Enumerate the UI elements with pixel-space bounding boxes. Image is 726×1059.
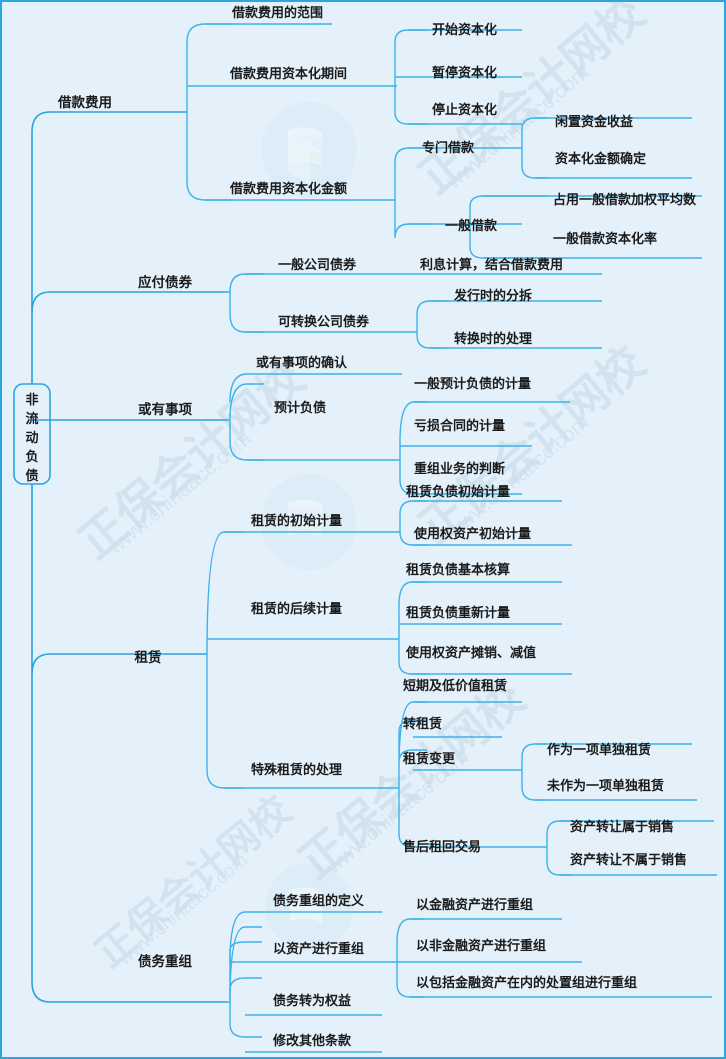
link-root-leases bbox=[31, 653, 207, 675]
node-restructure-with-assets[interactable]: 以资产进行重组 bbox=[273, 941, 364, 956]
node-contingency-recognition[interactable]: 或有事项的确认 bbox=[256, 355, 348, 370]
node-interest-calc[interactable]: 利息计算，结合借款费用 bbox=[420, 257, 563, 272]
node-issue-split[interactable]: 发行时的分拆 bbox=[453, 288, 532, 303]
node-special-loan[interactable]: 专门借款 bbox=[422, 140, 475, 155]
node-pause-cap[interactable]: 暂停资本化 bbox=[432, 65, 497, 80]
watermark-layer: 正保会计网校 www.chinaacc.com 正保会计网校 www.china… bbox=[70, 2, 654, 976]
spine-borrowing bbox=[186, 23, 232, 201]
node-weighted-avg[interactable]: 占用一般借款加权平均数 bbox=[553, 192, 697, 207]
trunk-root-up bbox=[31, 111, 187, 384]
node-scope[interactable]: 借款费用的范围 bbox=[231, 5, 323, 20]
spine-leases bbox=[206, 531, 242, 789]
spine-initial bbox=[399, 500, 427, 546]
node-cap-amount-determine[interactable]: 资本化金额确定 bbox=[555, 151, 646, 166]
root-label-char-2: 动 bbox=[25, 430, 38, 445]
trunk-root-down bbox=[31, 484, 227, 1003]
node-restructuring-definition[interactable]: 债务重组的定义 bbox=[273, 893, 365, 908]
brand-logo-watermark-3 bbox=[265, 863, 353, 951]
node-lease-modification[interactable]: 租赁变更 bbox=[403, 751, 456, 766]
spine-recognition-riser bbox=[229, 373, 248, 403]
root-label-char-1: 流 bbox=[25, 411, 38, 426]
root-label-char-3: 负 bbox=[25, 449, 38, 464]
spine-convertible bbox=[416, 300, 447, 349]
link-root-bonds bbox=[31, 291, 227, 313]
spine-general-loan bbox=[469, 195, 547, 259]
node-capitalization-amount[interactable]: 借款费用资本化金额 bbox=[229, 181, 347, 196]
node-ordinary-bond[interactable]: 一般公司债券 bbox=[278, 257, 357, 272]
node-not-separate-lease[interactable]: 未作为一项单独租赁 bbox=[546, 778, 664, 793]
spine-contingencies bbox=[227, 383, 264, 461]
node-contingencies[interactable]: 或有事项 bbox=[138, 401, 192, 417]
node-initial-measurement[interactable]: 租赁的初始计量 bbox=[251, 513, 342, 528]
node-lease-liab-basic[interactable]: 租赁负债基本核算 bbox=[406, 562, 510, 577]
node-debt-restructuring[interactable]: 债务重组 bbox=[138, 953, 192, 969]
riser-definition bbox=[229, 911, 246, 963]
node-general-cap-rate[interactable]: 一般借款资本化率 bbox=[553, 231, 657, 246]
root-label-char-0: 非 bbox=[25, 392, 38, 407]
node-disposal-group[interactable]: 以包括金融资产在内的处置组进行重组 bbox=[416, 975, 637, 990]
node-bonds-payable[interactable]: 应付债券 bbox=[138, 274, 192, 290]
node-sale-leaseback[interactable]: 售后租回交易 bbox=[403, 839, 481, 854]
spine-debt-restructuring bbox=[227, 926, 262, 1038]
spine-modification bbox=[521, 743, 547, 801]
node-leases[interactable]: 租赁 bbox=[135, 649, 162, 665]
spine-special-lease bbox=[398, 701, 427, 848]
spine-with-assets bbox=[396, 918, 424, 998]
connector-layer bbox=[31, 23, 717, 1053]
root-node[interactable]: 非 流 动 负 债 bbox=[13, 383, 51, 485]
node-general-estimate[interactable]: 一般预计负债的计量 bbox=[414, 376, 531, 391]
node-debt-to-equity[interactable]: 债务转为权益 bbox=[273, 993, 351, 1008]
node-onerous-contract[interactable]: 亏损合同的计量 bbox=[414, 418, 505, 433]
node-convertible-bond[interactable]: 可转换公司债券 bbox=[278, 314, 370, 329]
node-non-financial-assets[interactable]: 以非金融资产进行重组 bbox=[416, 938, 546, 953]
root-node-box[interactable] bbox=[13, 383, 51, 485]
node-start-cap[interactable]: 开始资本化 bbox=[432, 22, 497, 37]
node-rou-amortize[interactable]: 使用权资产摊销、减值 bbox=[405, 645, 536, 660]
node-rou-asset-initial[interactable]: 使用权资产初始计量 bbox=[413, 526, 531, 541]
node-special-leases[interactable]: 特殊租赁的处理 bbox=[251, 762, 342, 777]
spine-debt-equity bbox=[229, 977, 262, 1002]
node-capitalization-period[interactable]: 借款费用资本化期间 bbox=[229, 66, 347, 81]
node-as-separate-lease[interactable]: 作为一项单独租赁 bbox=[547, 742, 651, 757]
spine-bonds bbox=[227, 273, 264, 333]
node-transfer-is-sale[interactable]: 资产转让属于销售 bbox=[570, 819, 674, 834]
node-short-term-lease[interactable]: 短期及低价值租赁 bbox=[403, 678, 507, 693]
watermark-brand-text-5: 正保会计网校 bbox=[87, 787, 300, 976]
spine-subsequent bbox=[398, 581, 427, 675]
root-label-char-4: 债 bbox=[25, 468, 38, 483]
node-lease-liab-initial[interactable]: 租赁负债初始计量 bbox=[406, 484, 510, 499]
brand-logo-watermark bbox=[261, 102, 357, 198]
node-subsequent-measurement[interactable]: 租赁的后续计量 bbox=[251, 601, 342, 616]
node-transfer-not-sale[interactable]: 资产转让不属于销售 bbox=[570, 852, 687, 867]
spine-sale-leaseback bbox=[546, 820, 572, 876]
node-modify-other-terms[interactable]: 修改其他条款 bbox=[272, 1033, 352, 1048]
node-financial-assets[interactable]: 以金融资产进行重组 bbox=[416, 897, 533, 912]
node-estimated-liabilities[interactable]: 预计负债 bbox=[274, 400, 326, 415]
node-general-loan[interactable]: 一般借款 bbox=[445, 218, 498, 233]
node-idle-income[interactable]: 闲置资金收益 bbox=[555, 114, 633, 129]
node-stop-cap[interactable]: 停止资本化 bbox=[432, 102, 497, 117]
spine-special-loan bbox=[521, 117, 547, 179]
spine-estimated bbox=[399, 401, 430, 495]
node-sublease[interactable]: 转租赁 bbox=[403, 716, 442, 731]
node-conversion-treatment[interactable]: 转换时的处理 bbox=[454, 331, 532, 346]
label-layer: 借款费用 应付债券 或有事项 租赁 债务重组 借款费用的范围 借款费用资本化期间… bbox=[57, 5, 697, 1048]
node-borrowing-costs[interactable]: 借款费用 bbox=[57, 94, 112, 110]
spine-cap-amount bbox=[394, 147, 432, 239]
node-lease-liab-remeasure[interactable]: 租赁负债重新计量 bbox=[406, 605, 510, 620]
node-restructuring-judgement[interactable]: 重组业务的判断 bbox=[414, 461, 505, 476]
